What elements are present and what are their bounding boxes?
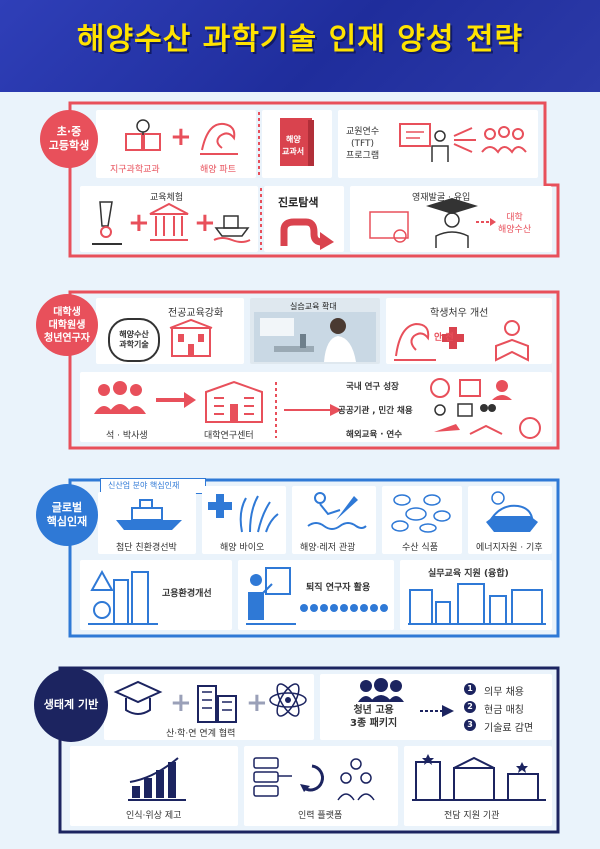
surfing-icon	[307, 492, 367, 530]
support-agency-label: 전담 지원 기관	[444, 811, 500, 821]
teacher-training-label: 교원연수 (TFT) 프로그램	[346, 127, 380, 161]
ocean-part-label: 해양 파트	[200, 165, 236, 175]
s3-card-practical	[400, 560, 552, 630]
career-paths-icon	[430, 378, 541, 439]
textbook-line1: 해양	[286, 135, 301, 144]
eco-ship-icon	[116, 499, 182, 530]
people-icon	[94, 381, 146, 414]
list-number-badge: 2	[464, 701, 476, 713]
career-label: 진로탐색	[278, 196, 319, 209]
atom-icon	[269, 683, 307, 717]
arrow-icon	[156, 392, 196, 408]
plus-icon: +	[128, 208, 150, 238]
awareness-label: 인식·위상 제고	[126, 811, 182, 821]
leisure-label: 해양·레저 관광	[300, 543, 356, 553]
talent-discovery-label: 영재발굴 · 유입	[412, 193, 471, 203]
s3-label-circle: 글로벌 핵심인재	[36, 484, 98, 546]
museum-icon	[149, 202, 189, 241]
s2-card-treatment	[386, 298, 552, 364]
curved-arrow-icon	[280, 218, 334, 250]
polar-bear-icon	[486, 491, 538, 532]
masters-phd-label: 석 · 박사생	[106, 431, 148, 441]
presentation-icon	[399, 123, 527, 162]
research-center-icon	[205, 380, 263, 423]
ship-icon	[213, 215, 251, 243]
plus-icon: +	[170, 122, 192, 152]
s1-card-teacher	[338, 110, 538, 178]
s3-banner-label: 신산업 분야 핵심인재	[108, 481, 180, 490]
s1-label-circle: 초·중 고등학생	[40, 110, 98, 168]
certificate-graduate-icon	[369, 198, 496, 248]
building-icon	[169, 318, 213, 357]
university-label: 대학 해양수산	[498, 213, 532, 235]
collab-label: 산·학·연 연계 협력	[166, 729, 236, 739]
plus-icon: +	[170, 688, 192, 718]
s1-card-talent	[350, 186, 552, 252]
public-private-label: 공공기관 , 민간 채용	[338, 406, 413, 416]
ocean-sci-tech-badge: 해양수산 과학기술	[108, 318, 160, 362]
s4-card-awareness	[70, 746, 238, 826]
list-item-text: 기술료 감면	[484, 723, 534, 734]
dashed-arrow-icon	[275, 382, 342, 438]
list-item-text: 현금 매칭	[484, 705, 524, 716]
page-title: 해양수산 과학기술 인재 양성 전략	[76, 22, 524, 57]
domestic-research-label: 국내 연구 성장	[346, 382, 399, 392]
energy-climate-label: 에너지자원 · 기후	[476, 543, 543, 553]
retired-researchers-label: 퇴직 연구자 활용	[306, 583, 371, 593]
s2-card-growth	[80, 372, 552, 442]
bio-icon	[208, 494, 279, 533]
microscope-icon	[92, 201, 122, 245]
overseas-label: 해외교육 · 연수	[346, 430, 403, 440]
education-experience-label: 교육체험	[150, 193, 184, 203]
safety-label: 안 전	[434, 333, 454, 343]
youth-group-icon	[358, 678, 404, 702]
seafood-label: 수산 식품	[402, 543, 438, 553]
major-education-label: 전공교육강화	[168, 308, 224, 319]
employment-env-label: 고용환경개선	[162, 589, 212, 599]
grad-cap-icon	[113, 680, 163, 715]
student-treatment-label: 학생처우 개선	[430, 308, 489, 319]
title-banner	[0, 0, 600, 92]
lab-photo	[254, 312, 376, 362]
presenter-icon	[246, 567, 296, 625]
eco-ship-label: 첨단 친환경선박	[116, 543, 177, 553]
plus-icon: +	[246, 688, 268, 718]
s4-card-package	[320, 674, 552, 740]
ocean-bio-label: 해양 바이오	[220, 543, 265, 553]
textbook-line2: 교과서	[282, 147, 305, 156]
univ-research-center-label: 대학연구센터	[204, 431, 254, 441]
list-number-badge: 3	[464, 719, 476, 731]
city-icon	[88, 569, 158, 625]
list-number-badge: 1	[464, 683, 476, 695]
arrow-icon	[420, 705, 454, 717]
s2-label-circle: 대학생 대학원생 청년연구자	[36, 294, 98, 356]
list-item-text: 의무 채용	[484, 687, 524, 698]
agency-buildings-icon	[412, 754, 546, 801]
safety-wave-reader-icon	[394, 320, 529, 362]
wave-icon	[200, 122, 238, 155]
audience-icon	[300, 604, 388, 612]
s1-card-earth	[96, 110, 256, 178]
platform-label: 인력 플랫폼	[298, 811, 343, 821]
office-building-icon	[197, 685, 237, 723]
plus-icon: +	[194, 208, 216, 238]
textbook-icon	[280, 118, 314, 166]
practical-education-label: 실습교육 확대	[290, 302, 337, 311]
buildings-icon	[408, 583, 546, 625]
practical-support-label: 실무교육 지원 (융합)	[428, 569, 509, 579]
growth-chart-icon	[128, 757, 186, 801]
earth-science-label: 지구과학교과	[110, 165, 160, 175]
fish-icon	[391, 494, 451, 533]
book-bulb-icon	[125, 119, 161, 151]
s4-label-circle: 생태계 기반	[34, 668, 108, 742]
platform-icon	[253, 757, 375, 801]
youth-package-label: 청년 고용 3종 패키지	[350, 705, 398, 729]
s3-card-leisure	[292, 486, 376, 554]
